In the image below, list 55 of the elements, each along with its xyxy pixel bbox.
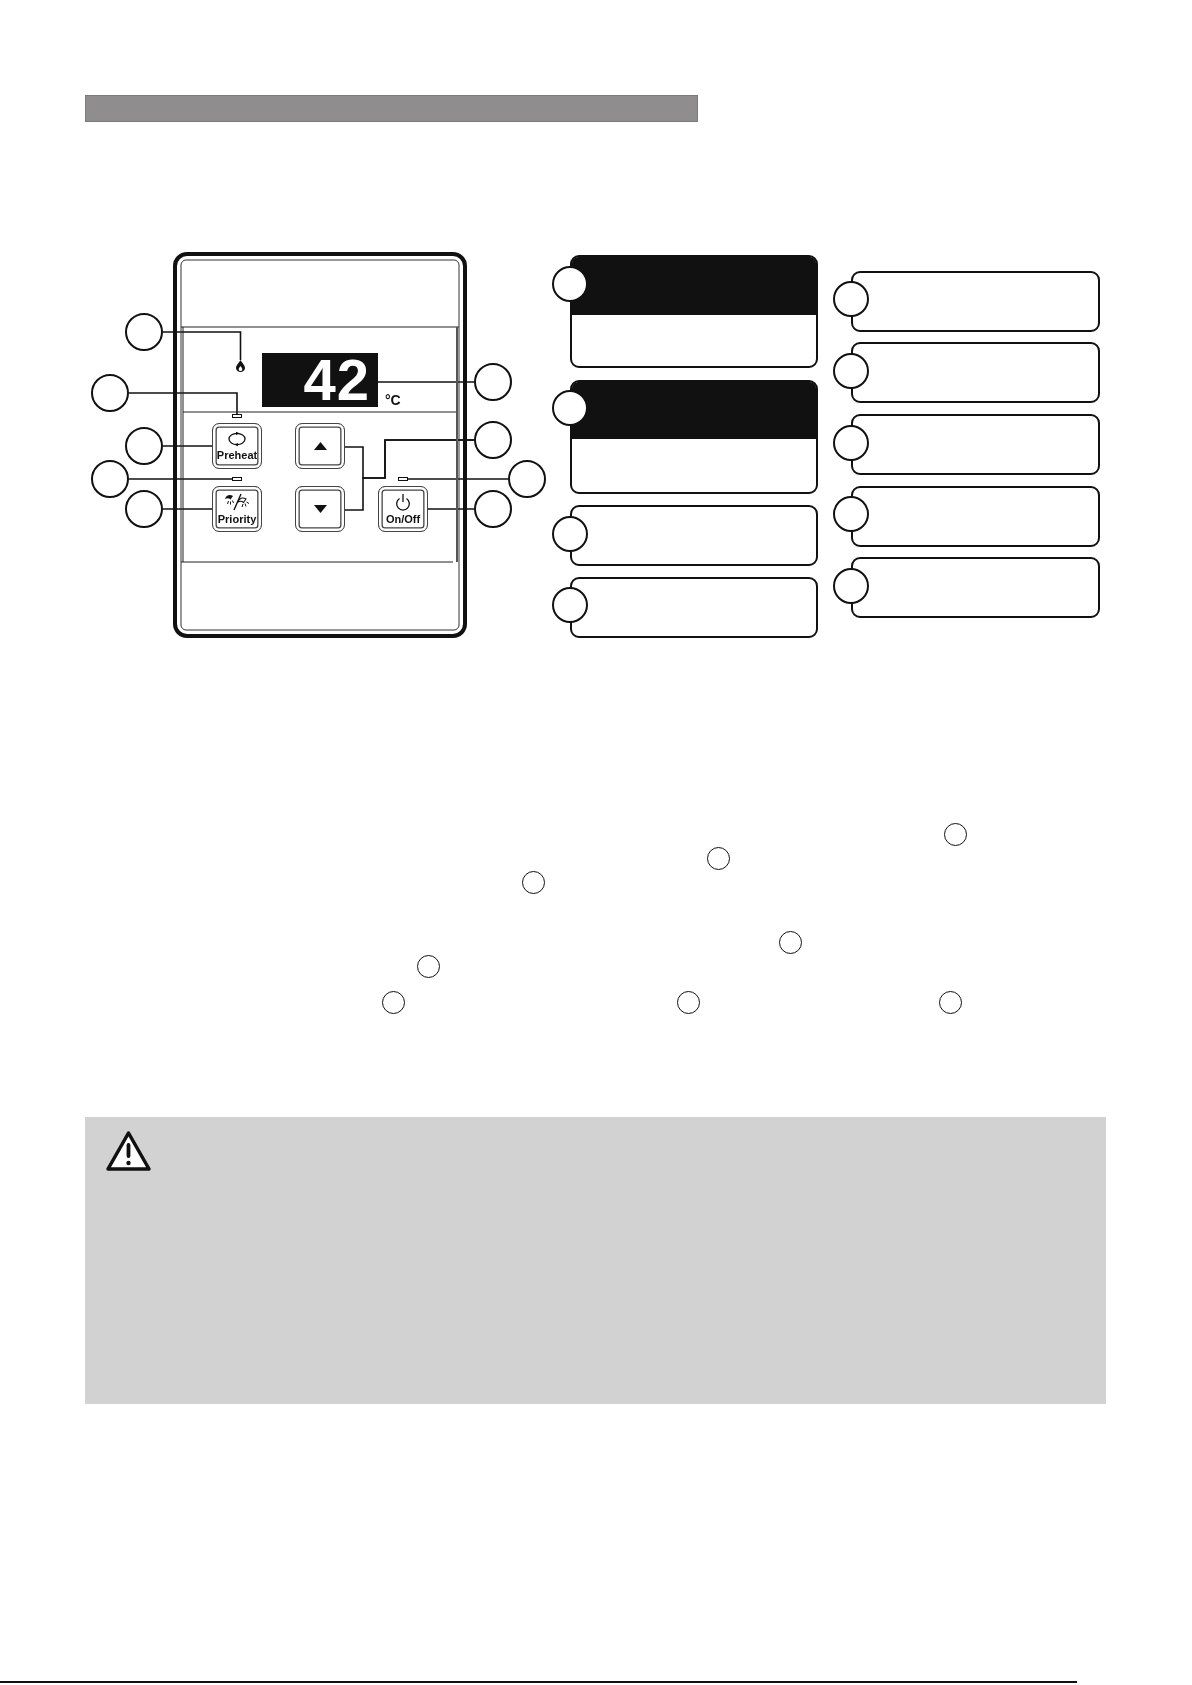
unit-label: °C: [385, 393, 401, 407]
callout-circle: [938, 990, 962, 1014]
callout-circle: [474, 363, 512, 401]
callout-card: [851, 414, 1100, 475]
control-panel: [173, 252, 467, 638]
up-arrow-button: [295, 423, 345, 469]
callout-card: [570, 380, 818, 494]
callout-circle: [552, 587, 588, 623]
callout-card: [570, 255, 818, 368]
leader-line: [162, 331, 242, 361]
callout-circle: [552, 390, 588, 426]
digital-display: 42: [262, 353, 378, 407]
indicator-light: [232, 477, 242, 481]
callout-circle: [381, 990, 405, 1014]
callout-card: [851, 486, 1100, 547]
callout-circle: [778, 930, 802, 954]
callout-circle: [833, 568, 869, 604]
indicator-light: [398, 477, 408, 481]
callout-circle: [91, 374, 129, 412]
callout-card: [570, 577, 818, 638]
callout-card: [570, 505, 818, 566]
leader-line: [344, 439, 475, 511]
flame-icon: [236, 360, 245, 372]
callout-card: [851, 342, 1100, 403]
down-arrow-button: [295, 486, 345, 532]
callout-card: [851, 557, 1100, 618]
callout-circle: [833, 281, 869, 317]
callout-circle: [508, 460, 546, 498]
callout-circle: [474, 421, 512, 459]
leader-line: [162, 508, 213, 510]
callout-circle: [416, 954, 440, 978]
callout-circle: [833, 425, 869, 461]
callout-circle: [521, 870, 545, 894]
leader-line: [128, 392, 238, 415]
callout-circle: [552, 266, 588, 302]
leader-line: [162, 445, 213, 447]
control-button: Priority: [212, 486, 262, 532]
callout-circle: [552, 516, 588, 552]
callout-circle: [706, 846, 730, 870]
control-button: Preheat: [212, 423, 262, 469]
callout-circle: [943, 822, 967, 846]
callout-circle: [833, 353, 869, 389]
power-button: On/Off: [378, 486, 428, 532]
callout-circle: [474, 490, 512, 528]
callout-card: [851, 271, 1100, 332]
callout-circle: [125, 427, 163, 465]
leader-line: [377, 381, 475, 383]
leader-line: [407, 478, 509, 480]
leader-line: [427, 508, 475, 510]
callout-circle: [125, 490, 163, 528]
callout-circle: [125, 313, 163, 351]
callout-circle: [833, 496, 869, 532]
callout-circle: [91, 460, 129, 498]
callout-circle: [676, 990, 700, 1014]
indicator-light: [232, 414, 242, 418]
